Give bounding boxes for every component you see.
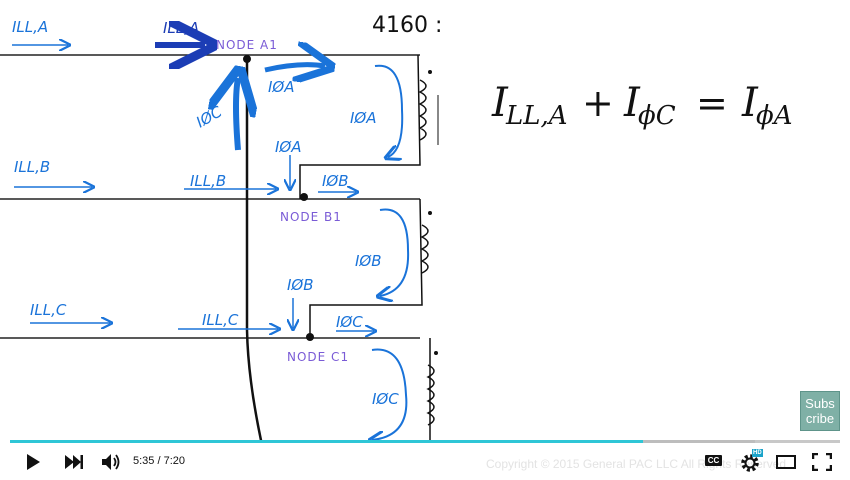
progress-bar[interactable] <box>10 440 840 443</box>
coil-b-return <box>309 198 423 338</box>
arrow-coil-b <box>380 208 410 297</box>
node-a1-dot <box>243 55 251 63</box>
play-icon[interactable] <box>24 453 42 471</box>
label-ill-c-left: ILL,C <box>30 301 67 319</box>
coil-b <box>420 224 429 274</box>
label-iphi-a-top: IØA <box>268 78 295 96</box>
duration: 7:20 <box>163 455 186 467</box>
label-iphi-c-top: IØC <box>336 313 363 331</box>
theater-icon[interactable] <box>776 455 796 469</box>
hd-badge: HD <box>752 449 763 457</box>
coil-a-return <box>299 54 421 199</box>
polarity-dot-c <box>434 351 438 355</box>
current-time: 5:35 <box>133 455 155 467</box>
label-iphi-c-coil: IØC <box>372 390 399 408</box>
label-iphi-a-coil: IØA <box>350 109 377 127</box>
progress-played <box>10 440 643 443</box>
time-display: 5:35 / 7:20 <box>133 455 185 467</box>
kcl-equation: I LL,A + I ϕC = I ϕA <box>491 80 793 131</box>
eq-plus: + <box>582 81 614 125</box>
arrow-coil-c <box>372 348 408 440</box>
voltage-label: 4160 : <box>372 13 442 38</box>
label-iphi-b-coil: IØB <box>355 252 382 270</box>
label-ill-a-left: ILL,A <box>12 18 48 36</box>
next-icon[interactable] <box>64 454 84 470</box>
eq-equals: = <box>696 81 728 125</box>
label-node-c1: NODE C1 <box>287 350 349 364</box>
label-node-b1: NODE B1 <box>280 210 342 224</box>
coil-a <box>418 79 427 141</box>
label-iphi-a-mid: IØA <box>275 138 302 156</box>
arrow-coil-a <box>374 64 404 157</box>
label-ill-b-left: ILL,B <box>14 158 50 176</box>
volume-icon[interactable] <box>101 453 121 471</box>
label-node-a1: NODE A1 <box>216 38 278 52</box>
polarity-dot-b <box>428 211 432 215</box>
player-controls: 5:35 / 7:20 Copyright © 2015 General PAC… <box>0 440 850 480</box>
eq-term1: I <box>491 80 509 126</box>
coil-c <box>426 364 435 426</box>
polarity-dot-a <box>428 70 432 74</box>
label-iphi-b-top: IØB <box>322 172 349 190</box>
label-ill-c-mid: ILL,C <box>202 311 239 329</box>
eq-term3: I <box>741 80 759 126</box>
eq-term1-sub: LL,A <box>505 101 568 131</box>
eq-term3-sub: ϕA <box>756 101 793 131</box>
eq-term2: I <box>623 80 641 126</box>
label-ill-a-top: ILL,A <box>163 19 199 37</box>
label-ill-b-mid: ILL,B <box>190 172 226 190</box>
node-c1-dot <box>306 333 314 341</box>
captions-icon[interactable]: CC <box>705 455 722 466</box>
eq-term2-sub: ϕC <box>638 101 676 131</box>
label-iphi-b-mid: IØB <box>287 276 314 294</box>
subscribe-button[interactable]: Subs cribe <box>800 391 840 431</box>
arrow-iphi-c-bold <box>236 78 238 151</box>
settings-icon[interactable] <box>739 452 761 474</box>
whiteboard-drawing: 4160 : ILL,A ILL,A NODE A1 IØA IØC IØA I… <box>0 13 793 446</box>
fullscreen-icon[interactable] <box>812 453 832 471</box>
node-b1-dot <box>300 193 308 201</box>
vertical-conductor <box>245 58 264 446</box>
arrow-iphi-a-bold <box>264 65 325 70</box>
label-iphi-c: IØC <box>193 102 226 131</box>
time-separator: / <box>154 455 164 467</box>
